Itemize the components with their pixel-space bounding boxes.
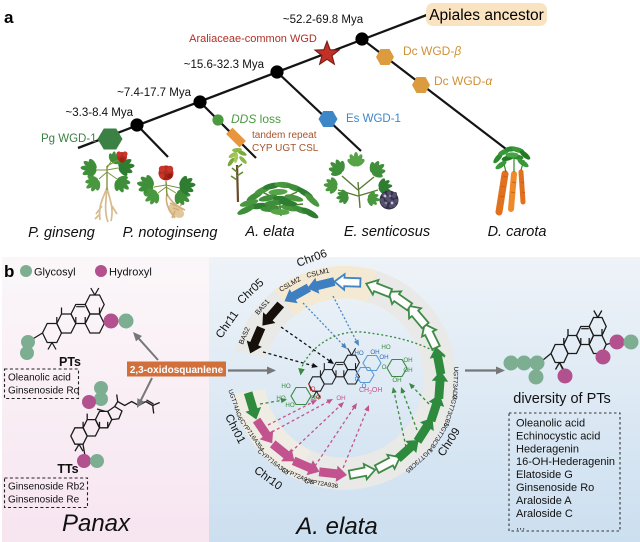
svg-text:OH: OH (403, 357, 412, 364)
svg-text:HO: HO (281, 383, 290, 390)
svg-text:Ginsenoside Ro: Ginsenoside Ro (8, 386, 80, 397)
svg-text:Hederagenin: Hederagenin (516, 443, 579, 455)
svg-text:O: O (382, 364, 387, 371)
svg-text:Pg WGD-1: Pg WGD-1 (41, 133, 97, 145)
svg-text:16-OH-Hederagenin: 16-OH-Hederagenin (516, 456, 615, 468)
svg-text:O: O (355, 376, 360, 383)
svg-text:~52.2-69.8 Mya: ~52.2-69.8 Mya (283, 14, 364, 26)
svg-text:diversity of PTs: diversity of PTs (513, 391, 611, 407)
svg-text:A. elata: A. elata (244, 224, 294, 240)
svg-text:Hydroxyl: Hydroxyl (109, 267, 152, 279)
svg-text:OH: OH (370, 349, 379, 356)
svg-text:CH2OH: CH2OH (359, 387, 382, 396)
svg-text:...: ... (516, 521, 525, 533)
svg-text:~15.6-32.3 Mya: ~15.6-32.3 Mya (184, 59, 265, 71)
svg-text:Dc WGD-α: Dc WGD-α (434, 74, 493, 88)
svg-text:O: O (362, 383, 367, 390)
svg-text:Panax: Panax (62, 510, 131, 537)
svg-text:OH: OH (403, 367, 412, 374)
svg-text:b: b (4, 262, 14, 281)
svg-text:P. notoginseng: P. notoginseng (123, 225, 218, 241)
svg-text:OH: OH (310, 395, 319, 402)
svg-text:O: O (311, 386, 316, 393)
svg-text:Araliaceae-common WGD: Araliaceae-common WGD (189, 33, 317, 45)
svg-text:D. carota: D. carota (488, 224, 547, 240)
svg-text:Es WGD-1: Es WGD-1 (346, 113, 401, 125)
svg-text:2,3-oxidosquanlene: 2,3-oxidosquanlene (130, 365, 224, 376)
svg-text:Araloside C: Araloside C (516, 508, 573, 520)
svg-text:~3.3-8.4 Mya: ~3.3-8.4 Mya (66, 107, 134, 119)
svg-text:OH: OH (336, 395, 345, 402)
svg-text:OH: OH (392, 377, 401, 384)
svg-text:Oleanolic acid: Oleanolic acid (8, 373, 71, 384)
svg-text:HO: HO (354, 350, 363, 357)
svg-text:Ginsenoside Rb2: Ginsenoside Rb2 (8, 482, 85, 493)
svg-text:UGT73AD2: UGT73AD2 (451, 366, 459, 399)
svg-text:Araloside A: Araloside A (516, 495, 572, 507)
svg-text:TTs: TTs (57, 462, 78, 476)
svg-text:Oleanolic acid: Oleanolic acid (516, 418, 585, 430)
svg-text:Apiales ancestor: Apiales ancestor (429, 7, 544, 24)
svg-text:PTs: PTs (59, 355, 81, 369)
svg-text:E. senticosus: E. senticosus (344, 224, 430, 240)
svg-text:Elatoside G: Elatoside G (516, 469, 573, 481)
svg-text:a: a (4, 8, 14, 27)
svg-text:Ginsenoside Ro: Ginsenoside Ro (516, 482, 594, 494)
svg-text:Ginsenoside Re: Ginsenoside Re (8, 495, 80, 506)
svg-text:Echinocystic acid: Echinocystic acid (516, 430, 600, 442)
svg-text:~7.4-17.7 Mya: ~7.4-17.7 Mya (117, 87, 191, 99)
svg-text:Glycosyl: Glycosyl (34, 267, 76, 279)
svg-text:CYP UGT CSL: CYP UGT CSL (252, 143, 319, 154)
svg-text:DDS loss: DDS loss (231, 112, 281, 126)
svg-text:A. elata: A. elata (294, 513, 377, 540)
svg-text:O: O (316, 394, 321, 401)
svg-text:OH: OH (379, 354, 388, 361)
svg-text:HO: HO (381, 344, 390, 351)
svg-text:P. ginseng: P. ginseng (28, 225, 95, 241)
svg-text:HO: HO (285, 402, 294, 409)
svg-text:Dc WGD-β: Dc WGD-β (403, 44, 461, 58)
svg-text:tandem repeat: tandem repeat (252, 130, 317, 141)
